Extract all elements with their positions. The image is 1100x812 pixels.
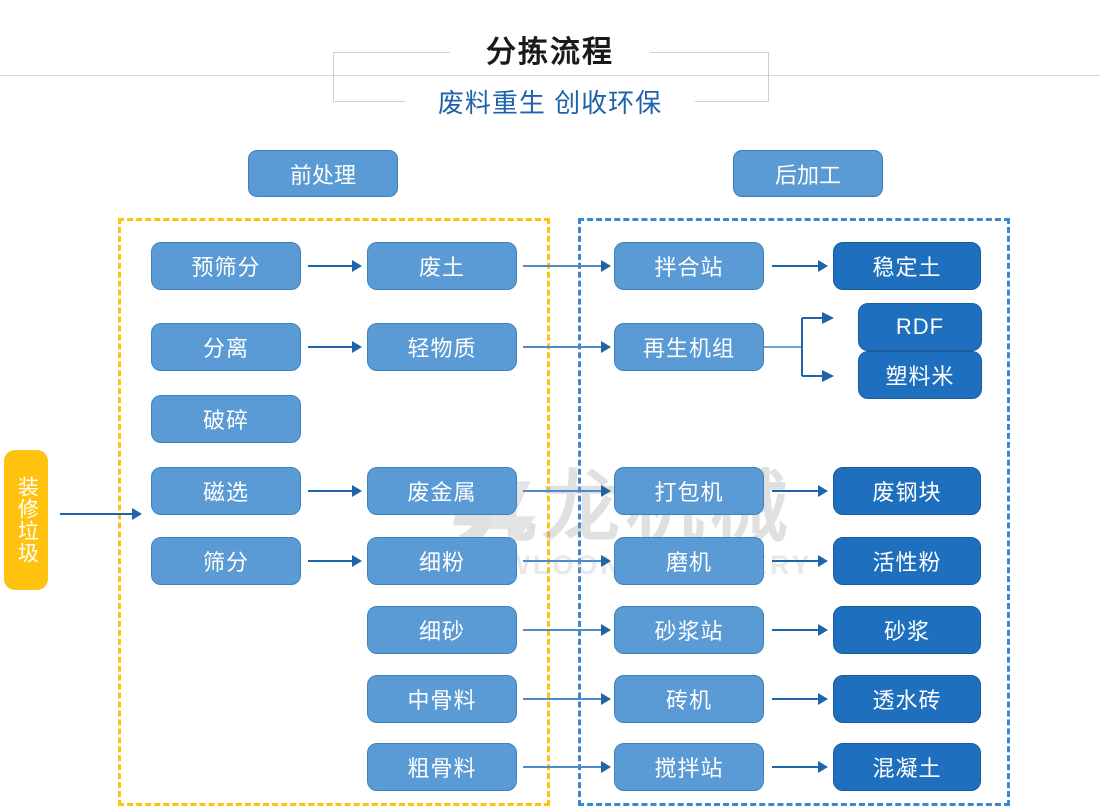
arrow-mediumaggregate-to-brickmachine (523, 693, 611, 705)
node-mortar[interactable]: 砂浆 (833, 606, 981, 654)
node-waste-soil[interactable]: 废土 (367, 242, 517, 290)
arrow-prescreen-to-wastesoil (308, 260, 362, 272)
node-active-powder[interactable]: 活性粉 (833, 537, 981, 585)
node-mill[interactable]: 磨机 (614, 537, 764, 585)
zone-pretreatment (118, 218, 550, 806)
arrow-baler-to-scrapsteel (772, 485, 828, 497)
node-permeable-brick[interactable]: 透水砖 (833, 675, 981, 723)
node-mixing-station[interactable]: 拌合站 (614, 242, 764, 290)
node-separation[interactable]: 分离 (151, 323, 301, 371)
node-baler[interactable]: 打包机 (614, 467, 764, 515)
page-subtitle: 废料重生 创收环保 (405, 86, 695, 120)
node-light-material[interactable]: 轻物质 (367, 323, 517, 371)
node-plastic-pellet[interactable]: 塑料米 (858, 351, 982, 399)
arrow-mill-to-activepowder (772, 555, 828, 567)
node-fine-sand[interactable]: 细砂 (367, 606, 517, 654)
stage-badge-postprocessing[interactable]: 后加工 (733, 150, 883, 197)
node-stabilized-soil[interactable]: 稳定土 (833, 242, 981, 290)
node-mixing-plant[interactable]: 搅拌站 (614, 743, 764, 791)
header-divider-rule (0, 75, 1100, 76)
node-scrap-steel[interactable]: 废钢块 (833, 467, 981, 515)
branch-connector-recyclingunit (764, 312, 834, 382)
node-pre-screening[interactable]: 预筛分 (151, 242, 301, 290)
arrow-separation-to-lightmaterial (308, 341, 362, 353)
node-crushing[interactable]: 破碎 (151, 395, 301, 443)
arrow-brickmachine-to-permeablebrick (772, 693, 828, 705)
node-concrete[interactable]: 混凝土 (833, 743, 981, 791)
zone-postprocessing (578, 218, 1010, 806)
arrow-mixingplant-to-concrete (772, 761, 828, 773)
page-title: 分拣流程 (450, 34, 650, 72)
stage-badge-pretreatment[interactable]: 前处理 (248, 150, 398, 197)
arrow-entry-to-magnetic (60, 508, 142, 520)
node-magnetic-sorting[interactable]: 磁选 (151, 467, 301, 515)
node-rdf[interactable]: RDF (858, 303, 982, 351)
arrow-mixingstation-to-stabilizedsoil (772, 260, 828, 272)
arrow-magnetic-to-wastemetal (308, 485, 362, 497)
arrow-coarseaggregate-to-mixingplant (523, 761, 611, 773)
node-mortar-station[interactable]: 砂浆站 (614, 606, 764, 654)
node-recycling-unit[interactable]: 再生机组 (614, 323, 764, 371)
arrow-wastemetal-to-baler (523, 485, 611, 497)
node-medium-aggregate[interactable]: 中骨料 (367, 675, 517, 723)
node-waste-metal[interactable]: 废金属 (367, 467, 517, 515)
node-sieving[interactable]: 筛分 (151, 537, 301, 585)
arrow-sieving-to-finepowder (308, 555, 362, 567)
node-fine-powder[interactable]: 细粉 (367, 537, 517, 585)
arrow-finesand-to-mortarstation (523, 624, 611, 636)
arrow-mortarstation-to-mortar (772, 624, 828, 636)
arrow-finepowder-to-mill (523, 555, 611, 567)
arrow-wastesoil-to-mixingstation (523, 260, 611, 272)
node-brick-machine[interactable]: 砖机 (614, 675, 764, 723)
node-entry-renovation-waste[interactable]: 装修垃圾 (4, 450, 48, 590)
arrow-lightmaterial-to-recyclingunit (523, 341, 611, 353)
node-coarse-aggregate[interactable]: 粗骨料 (367, 743, 517, 791)
